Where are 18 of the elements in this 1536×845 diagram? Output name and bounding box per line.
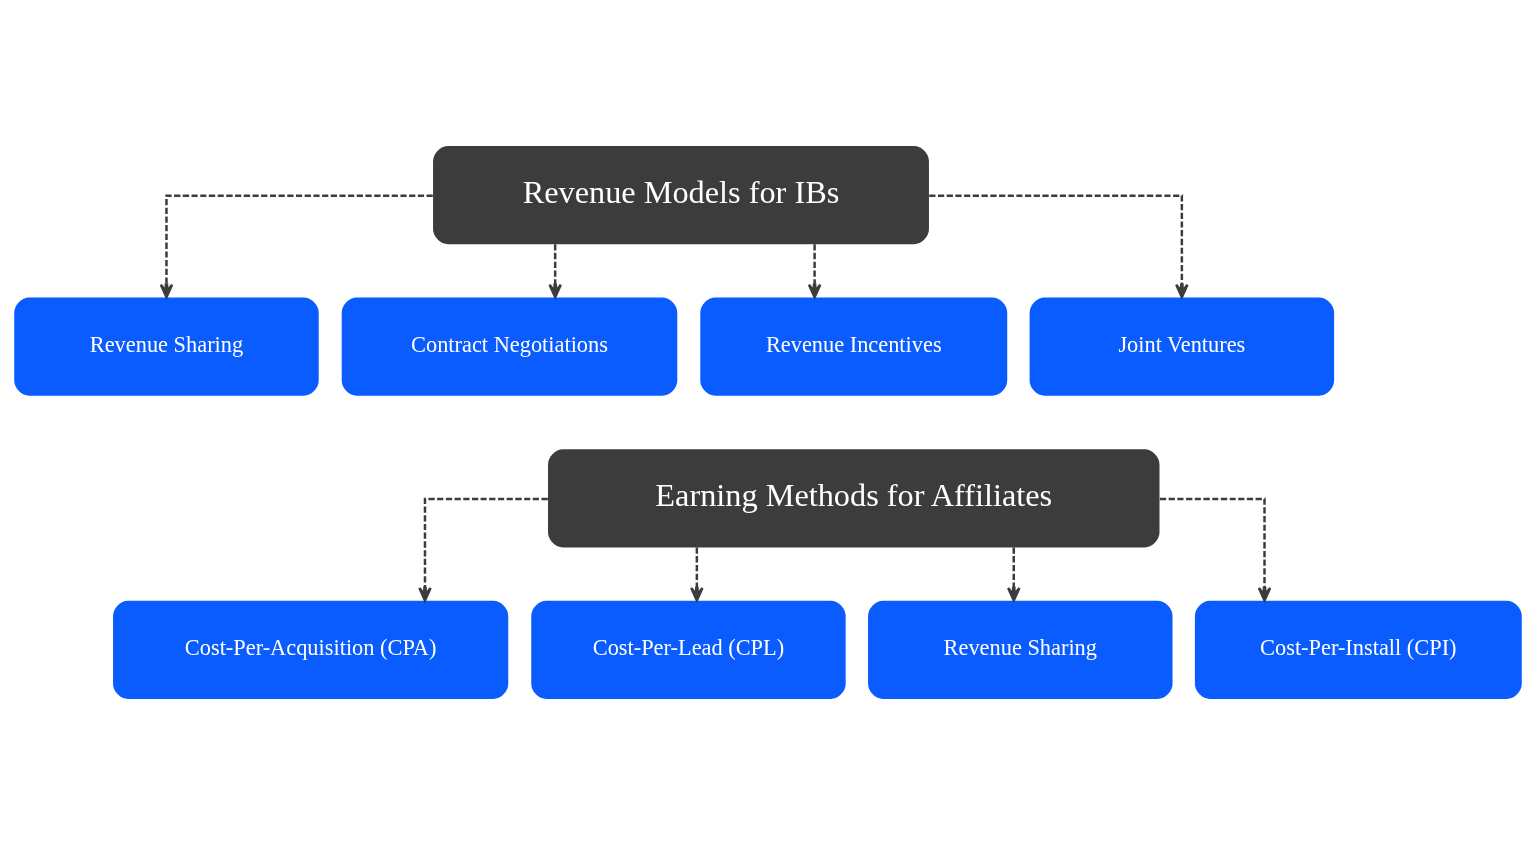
- arrow: [690, 547, 704, 602]
- node-box: Cost-Per-Install (CPI): [1194, 600, 1522, 700]
- arrow: [929, 194, 1189, 299]
- arrow: [1006, 547, 1021, 602]
- arrow: [548, 244, 562, 299]
- node-box: Revenue Models for IBs: [433, 145, 929, 245]
- node-box: Contract Negotiations: [341, 297, 678, 396]
- arrow: [418, 497, 548, 602]
- arrow: [159, 194, 433, 299]
- node-box: Revenue Sharing: [14, 297, 319, 396]
- node-box: Cost-Per-Acquisition (CPA): [113, 600, 509, 700]
- node-box: Revenue Incentives: [700, 297, 1008, 396]
- arrow: [1159, 497, 1272, 602]
- node-box: Earning Methods for Affiliates: [548, 449, 1160, 548]
- node-box: Joint Ventures: [1029, 297, 1335, 396]
- arrow: [807, 244, 822, 299]
- node-box: Cost-Per-Lead (CPL): [531, 600, 846, 700]
- node-box: Revenue Sharing: [868, 600, 1173, 700]
